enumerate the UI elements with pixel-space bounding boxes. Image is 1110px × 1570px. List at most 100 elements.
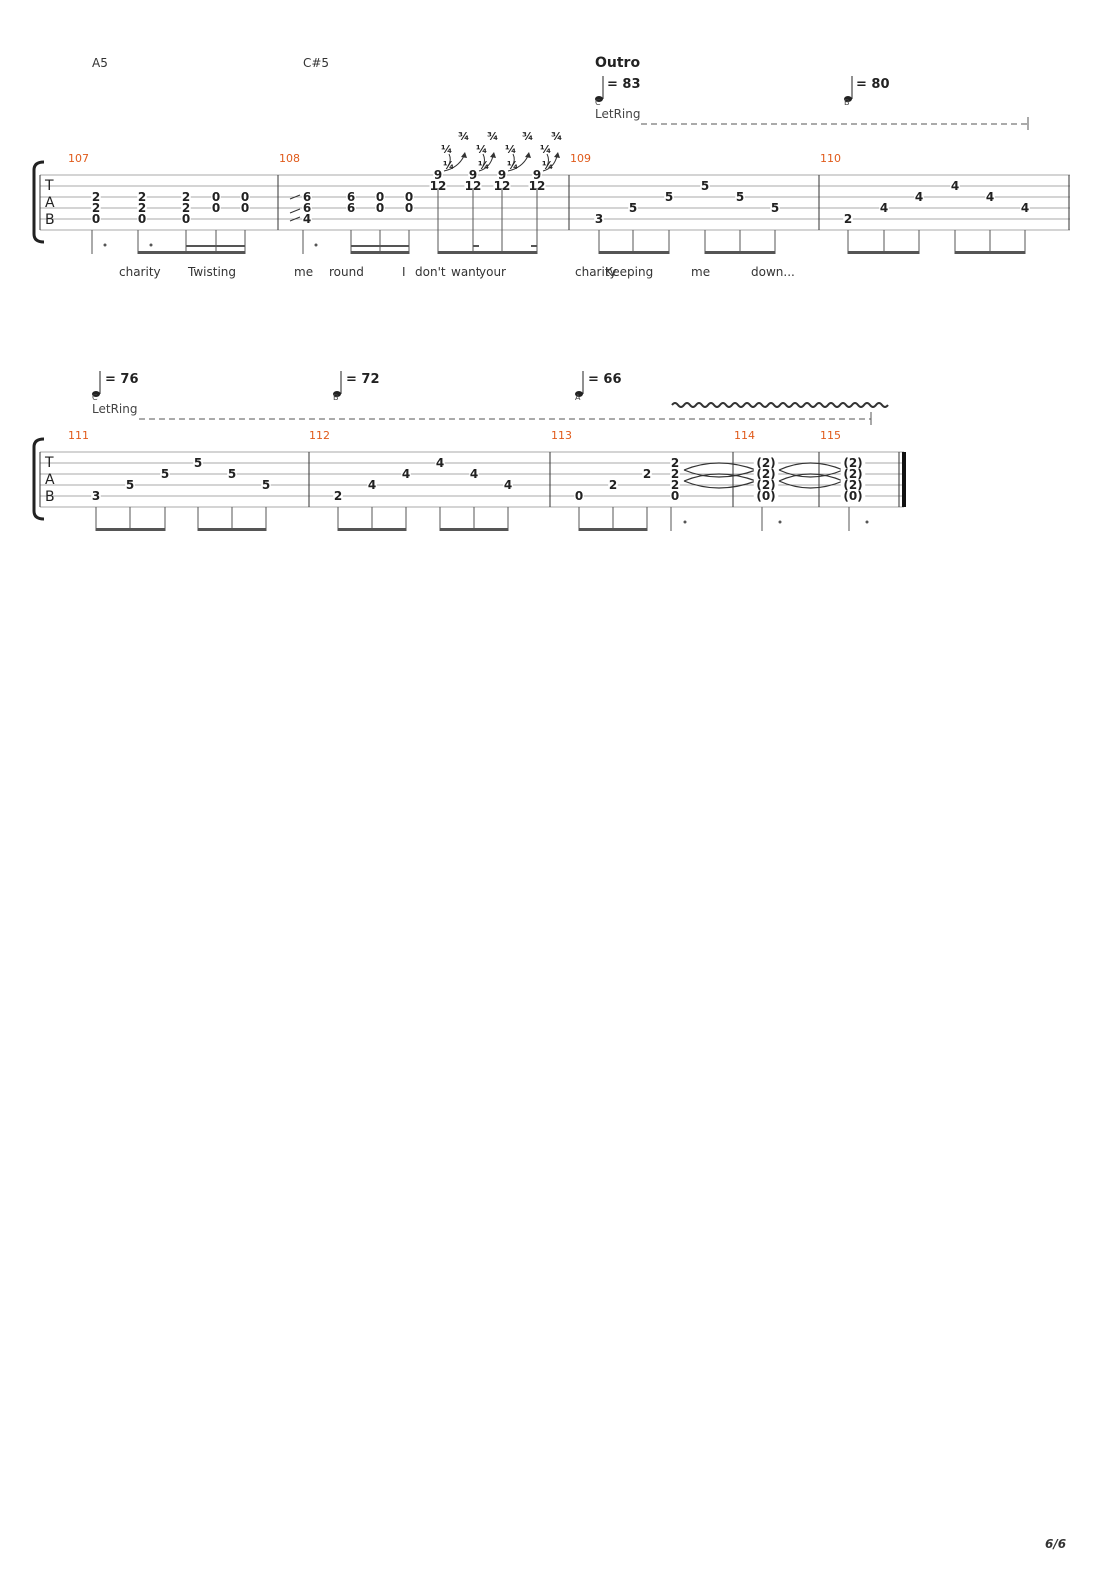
fret-number-background: [435, 457, 445, 468]
fret-number: 2: [182, 190, 190, 204]
fret-number: 6: [347, 201, 355, 215]
bend-amount: ¼: [540, 143, 551, 156]
fret-number: 9: [533, 168, 541, 182]
fret-number-background: [125, 479, 135, 490]
fret-number: 0: [376, 190, 384, 204]
rhythm-beams: [96, 520, 869, 531]
tempo-note-label: A: [575, 393, 581, 402]
fret-number: 4: [951, 179, 959, 193]
fret-number-background: [670, 490, 680, 501]
fret-numbers-system-1: 2202202200000664660000912912912912355555…: [91, 168, 1030, 226]
fret-number-background: [753, 479, 779, 490]
fret-number-background: [914, 191, 924, 202]
tempo-value: = 83: [607, 77, 641, 92]
fret-number-background: [840, 490, 866, 501]
lyric-word: want: [451, 265, 481, 279]
lyric-word: don't: [415, 265, 446, 279]
fret-number: 2: [671, 478, 679, 492]
lyric-word: your: [479, 265, 506, 279]
fret-number-background: [642, 468, 652, 479]
tempo-marker: = 66 A: [575, 371, 622, 402]
fret-number-background: [493, 180, 511, 191]
fret-number-background: [574, 490, 584, 501]
bend-amount: ¼: [441, 143, 452, 156]
staff-lines: [40, 174, 1070, 231]
fret-number-background: [670, 479, 680, 490]
rhythm-notation: [91, 188, 1026, 254]
fret-number-background: [227, 468, 237, 479]
let-ring-label: LetRing: [92, 402, 137, 416]
page-number: 6/6: [1045, 1537, 1066, 1551]
fret-number: 4: [915, 190, 923, 204]
fret-number: (2): [756, 478, 775, 492]
fret-number-background: [211, 191, 221, 202]
tab-clef-letter: A: [45, 472, 55, 488]
fret-number-background: [91, 213, 101, 224]
fret-number-background: [532, 169, 542, 180]
tab-clef-letter: T: [44, 455, 54, 471]
fret-number: 2: [92, 201, 100, 215]
tempo-value: = 66: [588, 372, 622, 387]
system-bracket: [32, 160, 45, 244]
fret-number: 4: [303, 212, 311, 226]
lyric-word: me: [691, 265, 710, 279]
fret-number-background: [700, 180, 710, 191]
bar-number: 108: [279, 152, 300, 165]
lyric-word: charity: [575, 265, 617, 279]
fret-number-background: [302, 191, 312, 202]
fret-number: 12: [430, 179, 447, 193]
bend-amount: ¾: [522, 130, 533, 143]
fret-number-background: [261, 479, 271, 490]
fret-number-background: [950, 180, 960, 191]
fret-number: 9: [498, 168, 506, 182]
fret-number-background: [497, 169, 507, 180]
fret-numbers-system-2: 3555552444440222220(2)(2)(2)(0)(2)(2)(2)…: [91, 456, 866, 503]
fret-number: (2): [843, 478, 862, 492]
fret-number-background: [503, 479, 513, 490]
tempo-marker: = 80 B: [844, 76, 890, 107]
fret-number: (0): [756, 489, 775, 503]
let-ring-label: LetRing: [595, 107, 640, 121]
fret-number-background: [879, 202, 889, 213]
fret-number: 4: [436, 456, 444, 470]
fret-number-background: [1020, 202, 1030, 213]
bar-number: 114: [734, 429, 755, 442]
fret-number-background: [404, 191, 414, 202]
fret-number: 0: [138, 212, 146, 226]
fret-number-background: [375, 202, 385, 213]
fret-number: 12: [465, 179, 482, 193]
fret-number-background: [240, 202, 250, 213]
fret-number: 3: [595, 212, 603, 226]
chord-label-csharp5: C#5: [303, 56, 329, 70]
lyric-word: I: [402, 265, 406, 279]
bar-number: 112: [309, 429, 330, 442]
fret-number: 0: [405, 190, 413, 204]
fret-number: 4: [368, 478, 376, 492]
fret-number: 12: [494, 179, 511, 193]
tempo-note-label: C: [595, 98, 601, 107]
fret-number-background: [985, 191, 995, 202]
fret-number-background: [464, 180, 482, 191]
bend-amount: ¼: [507, 159, 518, 172]
system-bracket: [32, 437, 45, 521]
fret-number-background: [404, 202, 414, 213]
fret-number-background: [333, 490, 343, 501]
fret-number: (2): [756, 456, 775, 470]
fret-number: 4: [504, 478, 512, 492]
bend-amount: ¼: [478, 159, 489, 172]
fret-number: 2: [334, 489, 342, 503]
fret-number: (2): [843, 467, 862, 481]
tab-clef-letter: T: [44, 178, 54, 194]
tempo-note-label: C: [92, 393, 98, 402]
bend-amount: ¾: [458, 130, 469, 143]
fret-number: 4: [880, 201, 888, 215]
quarter-note-icon: [844, 96, 852, 102]
fret-number-background: [528, 180, 546, 191]
fret-number-background: [608, 479, 618, 490]
fret-number: 0: [212, 190, 220, 204]
bar-number: 107: [68, 152, 89, 165]
fret-number: 3: [92, 489, 100, 503]
quarter-note-icon: [595, 96, 603, 102]
tempo-value: = 80: [856, 77, 890, 92]
tempo-value: = 76: [105, 372, 139, 387]
